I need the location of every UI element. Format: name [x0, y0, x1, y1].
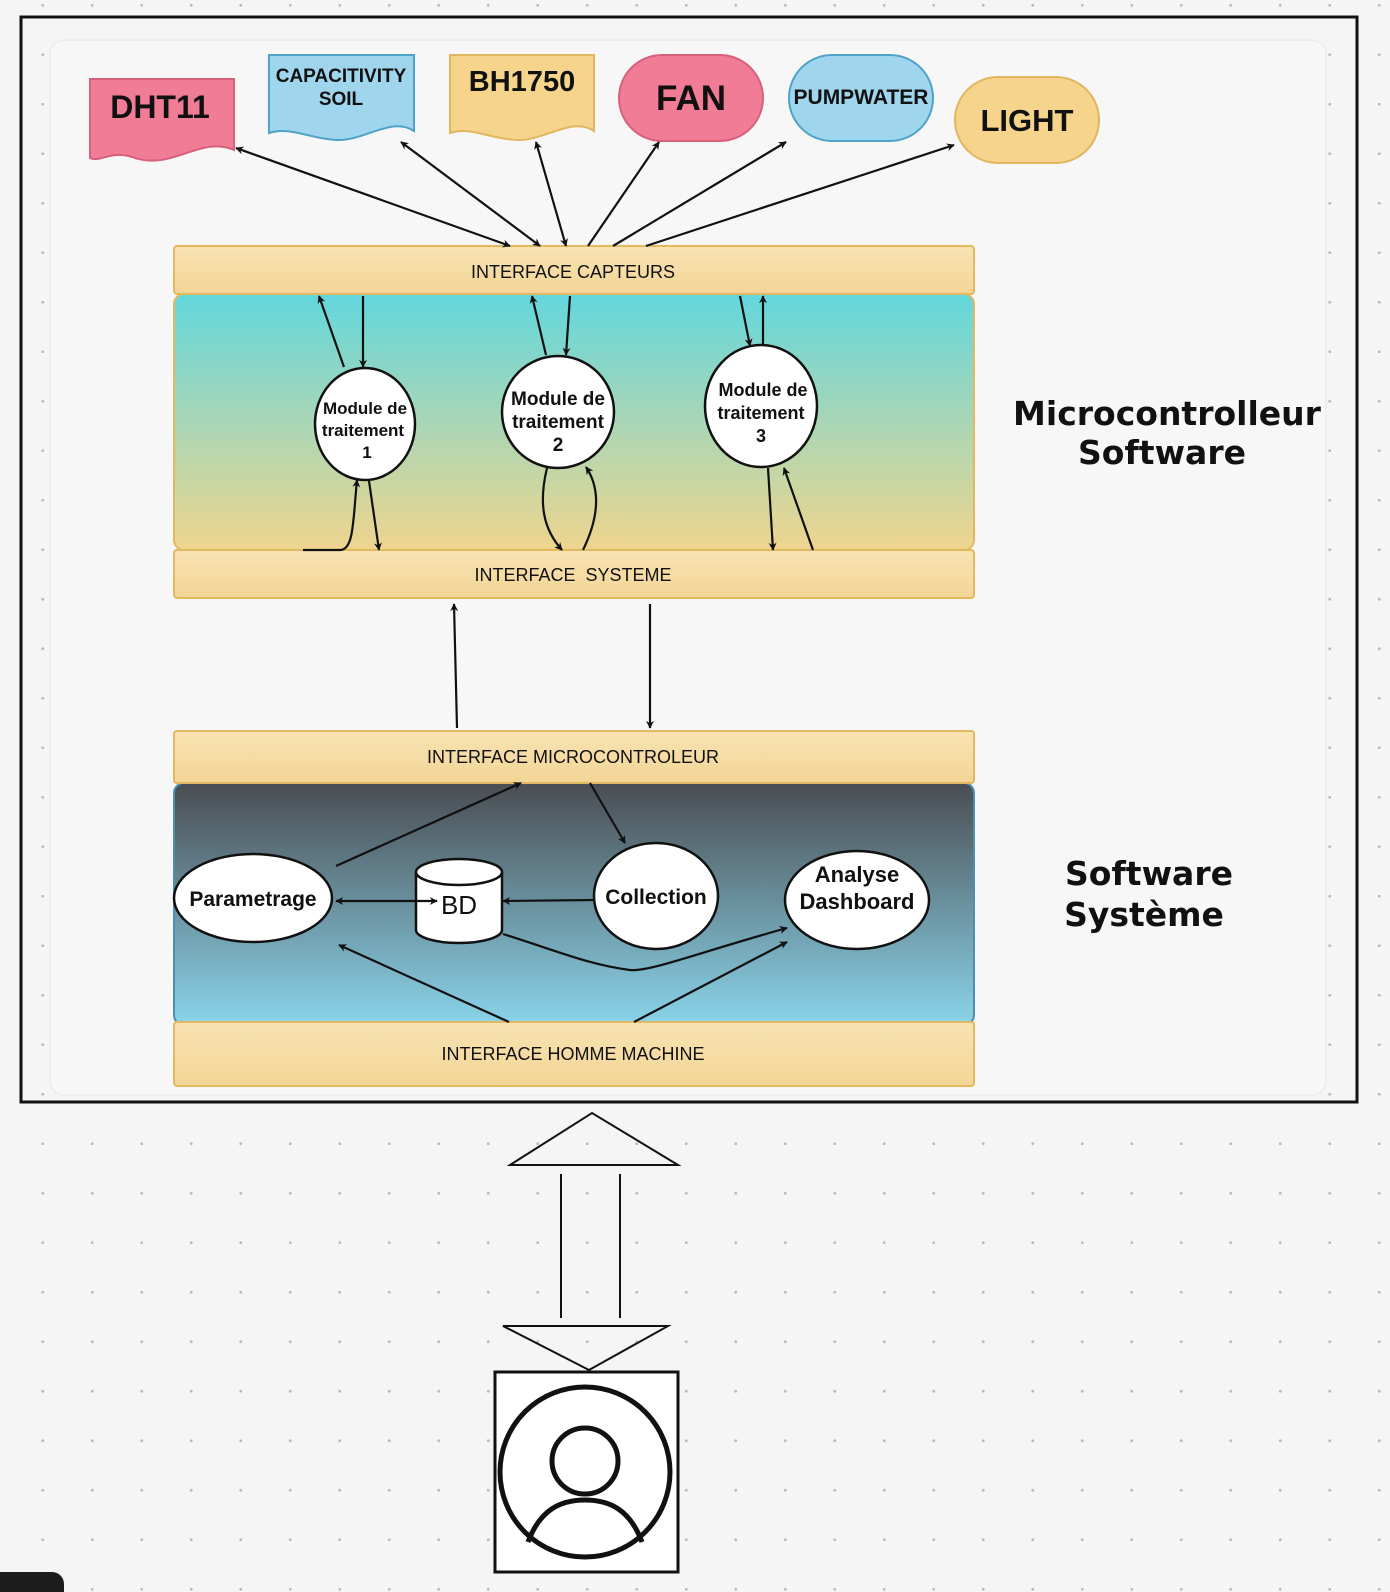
interface-capteurs-label: INTERFACE CAPTEURS — [471, 262, 675, 282]
module-3-line-3: 3 — [756, 426, 766, 446]
user-icon — [497, 1384, 673, 1560]
node-bd-database[interactable]: BD — [414, 857, 504, 945]
sensor-bh1750[interactable]: BH1750 — [449, 54, 595, 142]
module-1-line-2: traitement — [322, 421, 405, 440]
actuator-fan[interactable]: FAN — [618, 54, 764, 142]
user-node[interactable] — [493, 1370, 680, 1574]
node-collection[interactable]: Collection — [592, 841, 720, 951]
interface-systeme-label: INTERFACE SYSTEME — [474, 565, 671, 585]
actuator-light[interactable]: LIGHT — [954, 76, 1100, 164]
module-1-line-3: 1 — [362, 443, 371, 462]
node-parametrage[interactable]: Parametrage — [172, 852, 334, 944]
module-1-line-1: Module de — [323, 399, 407, 418]
sensor-dht11-label: DHT11 — [110, 89, 210, 125]
actuator-light-label: LIGHT — [981, 103, 1074, 138]
module-traitement-1[interactable]: Module de traitement 1 — [313, 366, 417, 482]
node-analyse-dashboard[interactable]: Analyse Dashboard — [783, 849, 931, 951]
side-label-micro-2: Software — [1078, 433, 1246, 472]
module-2-line-3: 2 — [553, 435, 564, 456]
interface-homme-machine: INTERFACE HOMME MACHINE — [173, 1021, 975, 1087]
interface-homme-machine-label: INTERFACE HOMME MACHINE — [441, 1044, 704, 1064]
side-label-micro-1: Microcontrolleur — [1013, 394, 1322, 433]
node-analyse-line-1: Analyse — [815, 862, 899, 887]
sensor-capacitivity-label-1: CAPACITIVITY — [276, 66, 407, 87]
node-analyse-line-2: Dashboard — [800, 889, 915, 914]
module-3-line-1: Module de — [719, 380, 808, 400]
interface-microcontroleur: INTERFACE MICROCONTROLEUR — [173, 730, 975, 784]
layer-arrows — [450, 603, 654, 729]
node-bd-label: BD — [441, 890, 477, 920]
sensor-capacitivity-label-2: SOIL — [319, 89, 364, 110]
sensor-arrows — [235, 141, 955, 248]
user-interaction-double-arrow — [502, 1111, 682, 1372]
module-arrows — [303, 295, 815, 552]
interface-capteurs: INTERFACE CAPTEURS — [173, 245, 975, 295]
sensor-bh1750-label: BH1750 — [469, 66, 575, 98]
outer-frame — [19, 15, 1359, 1104]
interface-microcontroleur-label: INTERFACE MICROCONTROLEUR — [427, 747, 719, 767]
node-parametrage-label: Parametrage — [189, 888, 316, 911]
module-2-line-2: traitement — [512, 412, 605, 433]
sensor-capacitivity-soil[interactable]: CAPACITIVITY SOIL — [268, 54, 415, 142]
label-software-systeme: Software Système — [1064, 854, 1233, 934]
label-microcontrolleur-software: Microcontrolleur Software — [1013, 394, 1322, 472]
sensor-dht11[interactable]: DHT11 — [89, 78, 235, 162]
module-2-line-1: Module de — [511, 389, 605, 410]
node-collection-label: Collection — [605, 886, 707, 909]
interface-systeme: INTERFACE SYSTEME — [173, 549, 975, 599]
system-arrows — [335, 781, 788, 1024]
corner-toolbar-stub[interactable] — [0, 1572, 64, 1592]
actuator-pumpwater[interactable]: PUMPWATER — [788, 54, 934, 142]
side-label-system-2: Système — [1064, 895, 1224, 934]
side-label-system-1: Software — [1065, 854, 1233, 893]
actuator-pumpwater-label: PUMPWATER — [794, 86, 929, 109]
module-traitement-2[interactable]: Module de traitement 2 — [500, 354, 616, 470]
module-traitement-3[interactable]: Module de traitement 3 — [703, 343, 819, 469]
actuator-fan-label: FAN — [656, 79, 726, 118]
module-3-line-2: traitement — [717, 403, 804, 423]
